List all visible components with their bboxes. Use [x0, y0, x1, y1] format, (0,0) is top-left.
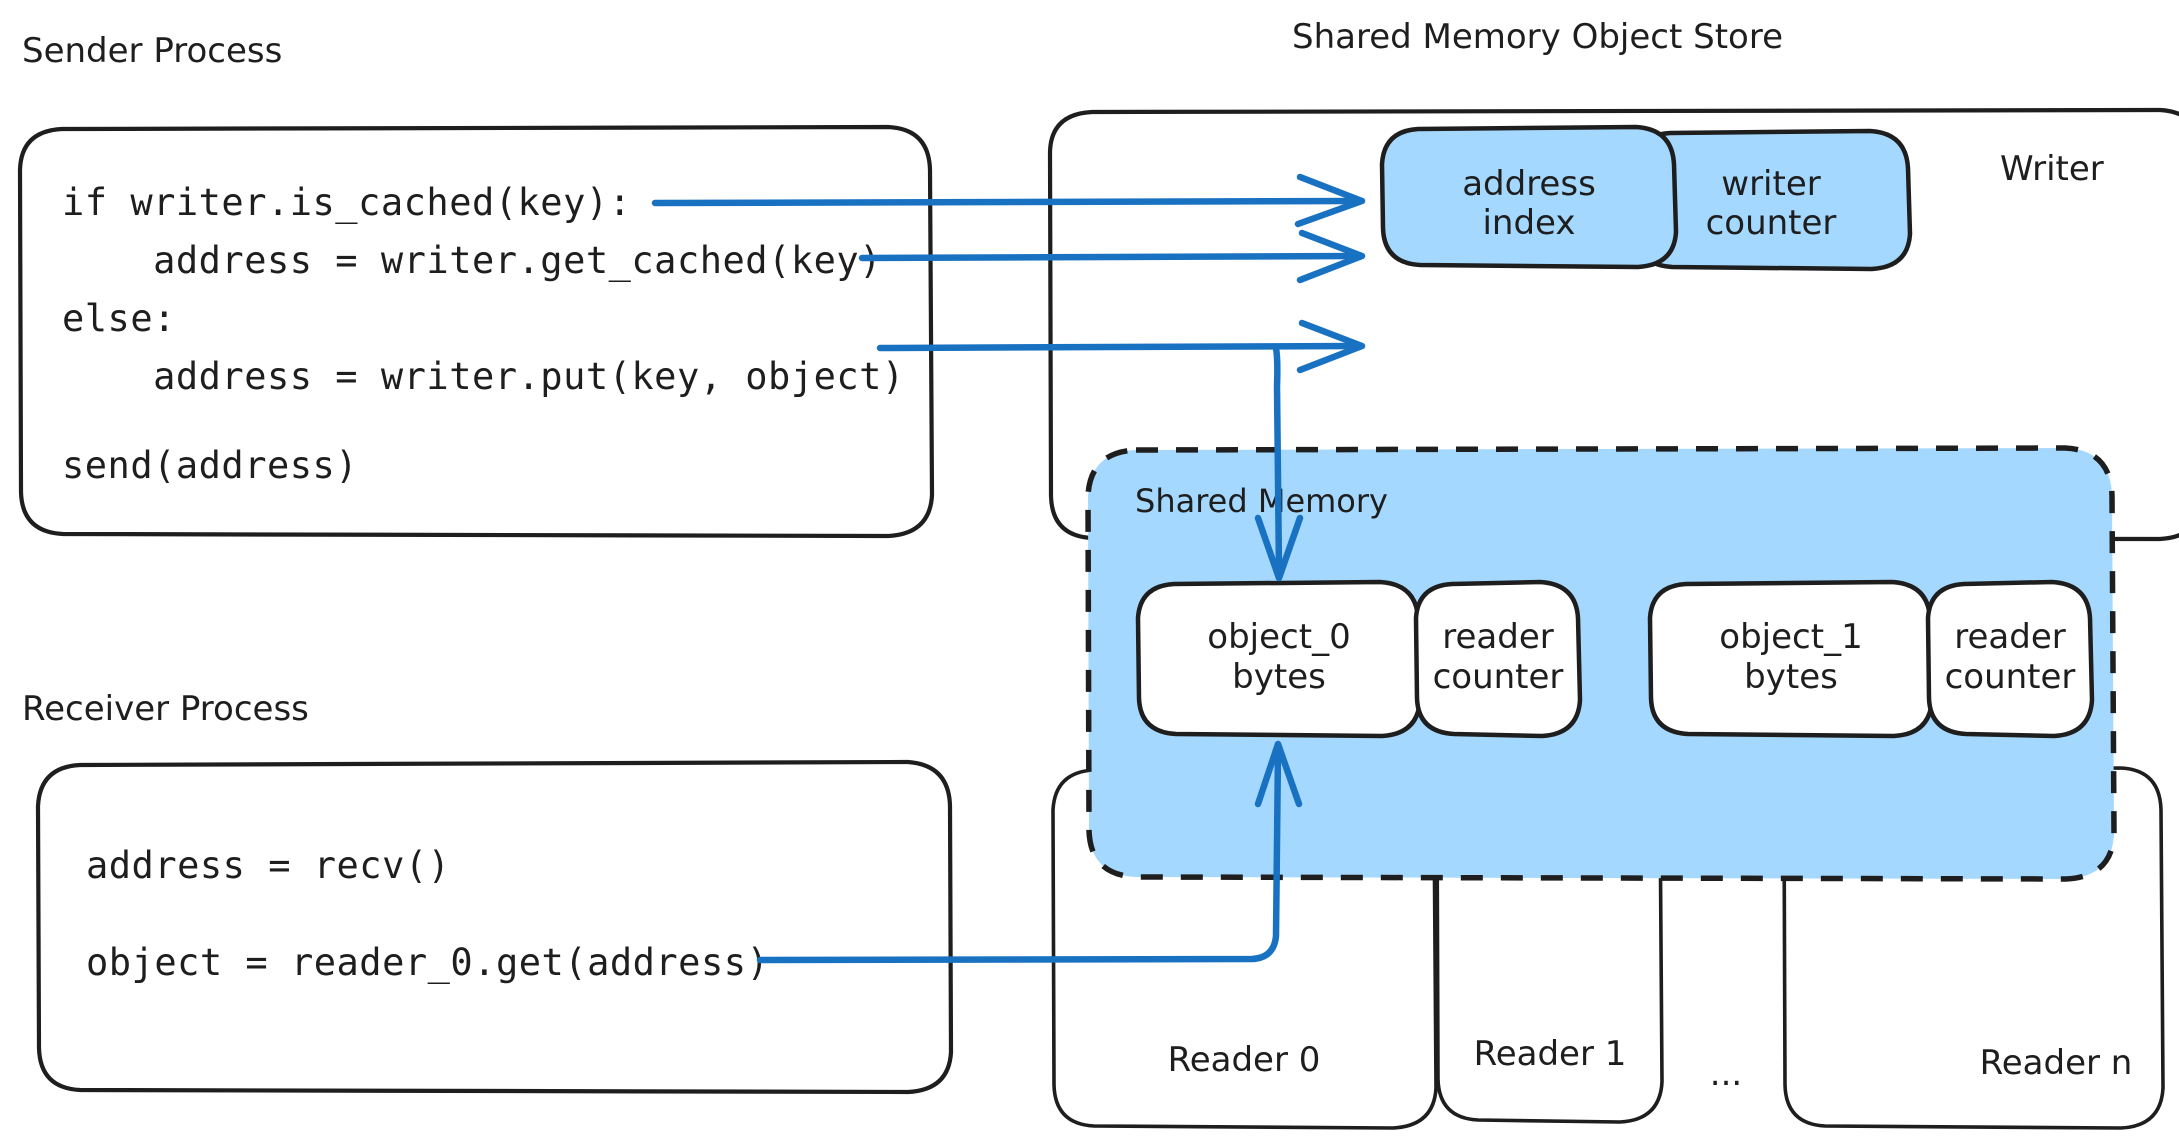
reader-counter-1-label-line2: counter — [1945, 657, 2076, 697]
writer-container-box — [1047, 107, 2179, 542]
writer-label: Writer — [2000, 149, 2104, 189]
arrow-get-cached-to-address-index — [858, 229, 1366, 284]
object-0-label-line2: bytes — [1232, 657, 1326, 697]
shared-memory-label: Shared Memory — [1135, 482, 1388, 520]
address-index-label-line1: address — [1462, 164, 1596, 204]
sender-code-line-4: address = writer.put(key, object) — [62, 355, 905, 398]
shared-memory-region — [1085, 445, 2117, 882]
readers-ellipsis: ... — [1710, 1054, 1742, 1094]
receiver-code-line-1: address = recv() — [86, 844, 450, 887]
reader-0-label: Reader 0 — [1168, 1040, 1321, 1080]
object-1-bytes-box — [1647, 579, 1935, 739]
reader-1-label: Reader 1 — [1474, 1034, 1627, 1074]
arrow-put-to-address-index — [876, 319, 1366, 374]
arrow-reader-get-to-object-0 — [756, 740, 1303, 964]
object-0-bytes-box — [1135, 579, 1423, 739]
writer-counter-label-line2: counter — [1706, 203, 1837, 243]
sender-code-line-5: send(address) — [62, 444, 358, 487]
sender-code-line-1: if writer.is_cached(key): — [62, 181, 631, 225]
sender-process-box — [17, 124, 935, 539]
sender-process-title: Sender Process — [22, 31, 282, 71]
writer-counter-label-line1: writer — [1721, 164, 1820, 204]
object-0-label-line1: object_0 — [1207, 617, 1350, 657]
reader-n-label: Reader n — [1980, 1043, 2133, 1083]
address-index-label-line2: index — [1482, 203, 1575, 243]
receiver-process-box — [35, 759, 954, 1095]
arrow-is-cached-to-address-index — [651, 173, 1366, 228]
object-1-label-line2: bytes — [1744, 657, 1838, 697]
reader-counter-1-box — [1925, 579, 2095, 739]
object-1-label-line1: object_1 — [1719, 617, 1862, 657]
reader-counter-0-label-line1: reader — [1442, 617, 1553, 657]
shared-memory-object-store-title: Shared Memory Object Store — [1292, 17, 1783, 57]
sender-code-line-3: else: — [62, 297, 176, 340]
arrow-put-branch-to-object-0 — [1254, 344, 1304, 582]
sender-code-line-2: address = writer.get_cached(key) — [62, 239, 882, 283]
address-index-box — [1379, 124, 1679, 270]
receiver-process-title: Receiver Process — [22, 689, 309, 729]
reader-counter-1-label-line1: reader — [1954, 617, 2065, 657]
reader-counter-0-label-line2: counter — [1433, 657, 1564, 697]
receiver-code-line-2: object = reader_0.get(address) — [86, 941, 769, 985]
reader-counter-0-box — [1413, 579, 1583, 739]
